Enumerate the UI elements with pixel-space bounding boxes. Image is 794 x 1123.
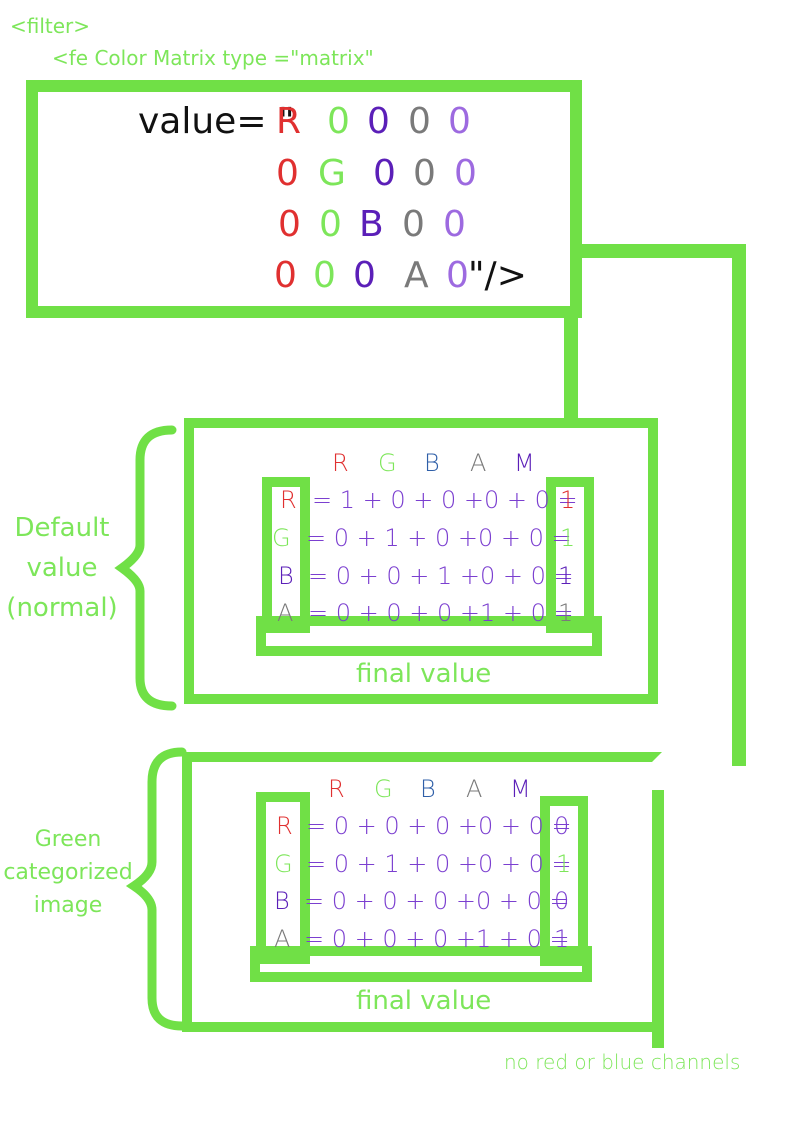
green-col-b: B <box>420 775 436 803</box>
default-label-line3: (normal) <box>6 593 118 623</box>
green-result-column-box <box>540 796 588 966</box>
matrix-cell-r3c5: 0 <box>443 204 466 245</box>
matrix-cell-r3c3: B <box>359 204 384 245</box>
default-row-g-result: 1 <box>560 524 576 552</box>
green-row-b-equation: = 0 + 0 + 0 +0 + 0 = <box>304 887 570 915</box>
default-row-b-equation: = 0 + 0 + 1 +0 + 0 = <box>308 562 574 590</box>
default-label-line2: value <box>26 553 98 583</box>
default-col-b: B <box>424 449 440 477</box>
matrix-cell-r3c2: 0 <box>319 204 342 245</box>
filter-tag: <filter> <box>10 14 91 38</box>
green-row-r-channel: R <box>276 812 293 840</box>
connector-bottom-stub <box>652 790 664 1048</box>
green-col-r: R <box>328 775 345 803</box>
matrix-cell-r4c4: A <box>404 255 429 296</box>
green-label: Green categorized image <box>0 823 136 922</box>
green-col-a: A <box>466 775 483 803</box>
default-col-m: M <box>514 449 535 477</box>
default-row-r-result: 1 <box>560 486 576 514</box>
green-row-r-equation: = 0 + 0 + 0 +0 + 0 = <box>306 812 572 840</box>
connector-right-vertical <box>732 244 746 766</box>
default-row-r-channel: R <box>280 486 297 514</box>
green-row-g-channel: G <box>274 850 293 878</box>
green-channel-column-box <box>256 792 310 964</box>
green-panel-box <box>182 752 662 1032</box>
matrix-cell-r4c2: 0 <box>313 255 336 296</box>
green-brace <box>125 747 187 1031</box>
default-final-left <box>256 616 266 656</box>
default-channel-column-box <box>262 477 310 633</box>
matrix-cell-r1c3: 0 <box>367 101 390 142</box>
matrix-cell-r2c3: 0 <box>373 153 396 194</box>
matrix-cell-r3c1: 0 <box>278 204 301 245</box>
green-label-line2: categorized <box>3 860 133 885</box>
matrix-cell-r3c4: 0 <box>402 204 425 245</box>
default-row-b-result: 1 <box>558 562 574 590</box>
green-row-a-equation: = 0 + 0 + 0 +1 + 0 = <box>304 925 570 953</box>
green-label-line1: Green <box>34 827 102 852</box>
default-row-g-equation: = 0 + 1 + 0 +0 + 0 = <box>306 524 572 552</box>
default-brace <box>114 425 177 711</box>
green-final-right <box>582 946 592 982</box>
matrix-suffix: "/> <box>468 255 527 296</box>
matrix-cell-r2c1: 0 <box>276 153 299 194</box>
green-row-b-channel: B <box>274 887 290 915</box>
green-final-label: final value <box>356 986 492 1016</box>
green-row-r-result: 0 <box>554 812 570 840</box>
green-row-a-result: 1 <box>554 925 570 953</box>
default-final-right <box>592 616 602 656</box>
green-row-b-result: 0 <box>554 887 570 915</box>
green-row-g-result: 1 <box>556 850 572 878</box>
matrix-cell-r1c5: 0 <box>448 101 471 142</box>
default-final-underline-base <box>256 646 602 656</box>
default-label: Default value (normal) <box>0 508 124 628</box>
default-result-column-box <box>546 477 594 633</box>
default-row-a-result: 1 <box>558 599 574 627</box>
green-col-m: M <box>510 775 531 803</box>
matrix-prefix: value= " <box>138 101 295 142</box>
matrix-cell-r4c1: 0 <box>274 255 297 296</box>
no-red-blue-note: no red or blue channels <box>504 1050 741 1074</box>
green-row-a-channel: A <box>274 925 291 953</box>
green-col-g: G <box>374 775 393 803</box>
green-final-underline-base <box>250 972 592 982</box>
default-row-b-channel: B <box>278 562 294 590</box>
fe-colormatrix-line: <fe Color Matrix type ="matrix" <box>52 46 374 70</box>
default-label-line1: Default <box>14 513 110 543</box>
default-col-a: A <box>470 449 487 477</box>
default-col-g: G <box>378 449 397 477</box>
default-row-a-channel: A <box>277 599 294 627</box>
matrix-cell-r2c4: 0 <box>413 153 436 194</box>
default-row-a-equation: = 0 + 0 + 0 +1 + 0 = <box>308 599 574 627</box>
connector-top-vertical <box>564 306 578 424</box>
matrix-cell-r4c3: 0 <box>353 255 376 296</box>
default-row-r-equation: = 1 + 0 + 0 +0 + 0 = <box>312 486 578 514</box>
matrix-cell-r1c2: 0 <box>327 101 350 142</box>
matrix-cell-r1c4: 0 <box>408 101 431 142</box>
default-row-g-channel: G <box>272 524 291 552</box>
default-panel-box <box>184 418 658 704</box>
matrix-box <box>26 80 582 318</box>
default-final-label: final value <box>356 659 492 689</box>
green-final-underline <box>250 946 592 956</box>
matrix-cell-r1c1: R <box>276 101 302 142</box>
green-label-line3: image <box>33 893 103 918</box>
connector-right-horizontal <box>578 244 746 258</box>
green-row-g-equation: = 0 + 1 + 0 +0 + 0 = <box>306 850 572 878</box>
default-final-underline <box>256 616 602 626</box>
matrix-cell-r4c5: 0 <box>446 255 469 296</box>
matrix-cell-r2c5: 0 <box>454 153 477 194</box>
matrix-cell-r2c2: G <box>318 153 346 194</box>
default-col-r: R <box>332 449 349 477</box>
green-final-left <box>250 946 260 982</box>
